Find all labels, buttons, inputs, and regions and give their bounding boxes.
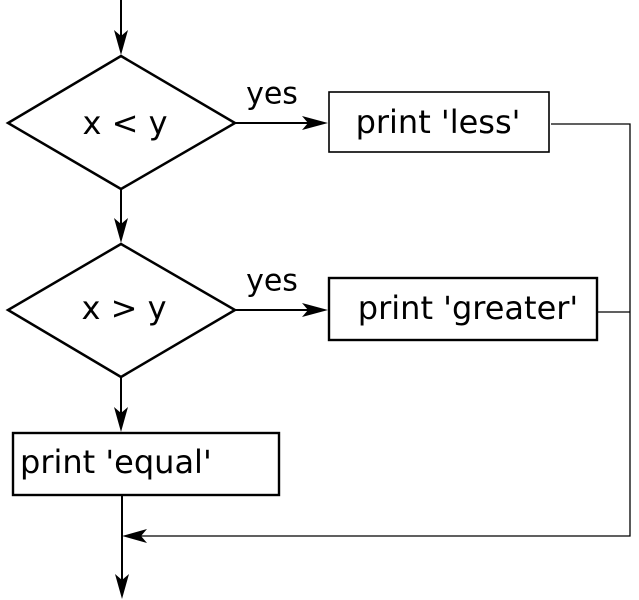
action-box-less (328, 91, 550, 153)
yes-label-greater: yes (246, 264, 298, 299)
return-path-less (140, 123, 631, 537)
action-text-equal: print 'equal' (20, 443, 212, 481)
merge-arrowhead (122, 529, 147, 543)
exit-arrowhead (115, 574, 129, 599)
yes-arrowhead-greater (302, 303, 328, 317)
action-text-less: print 'less' (356, 103, 521, 141)
yes-label-less: yes (246, 77, 298, 112)
decision-condition-less: x < y (82, 104, 167, 142)
no-arrowhead-greater (114, 407, 128, 432)
no-arrowhead-less (114, 218, 128, 243)
action-box-greater (327, 276, 599, 342)
decision-condition-greater: x > y (81, 289, 166, 327)
action-text-greater: print 'greater' (358, 289, 578, 327)
yes-arrowhead-less (302, 116, 328, 130)
entry-arrowhead (114, 30, 128, 55)
action-box-equal (11, 431, 281, 497)
